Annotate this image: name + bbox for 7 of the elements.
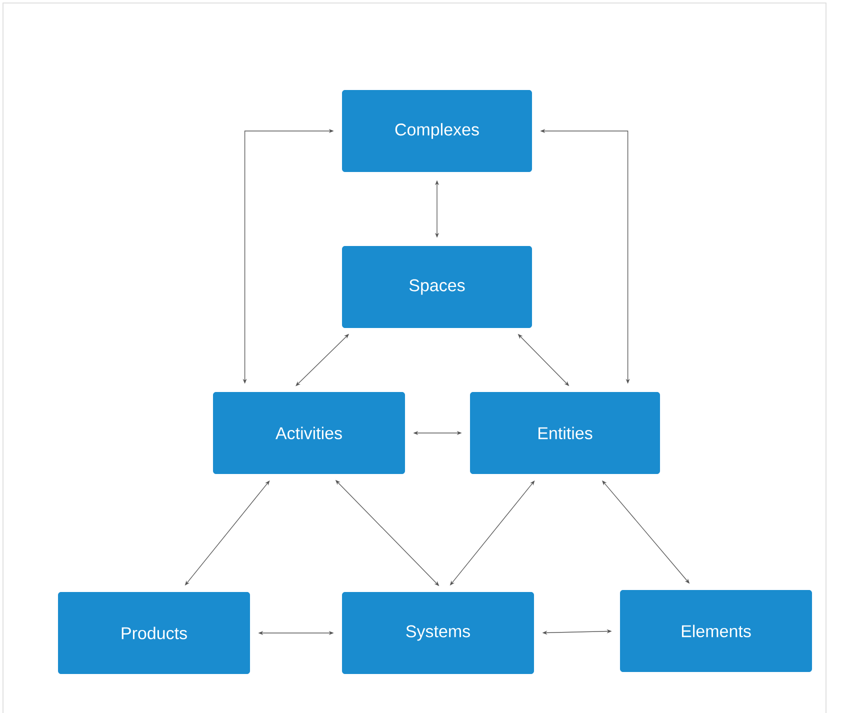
process-box: Activities: [213, 392, 405, 474]
process-box: Spaces: [342, 246, 532, 328]
process-box: Systems: [342, 592, 534, 674]
process-box: Complexes: [342, 90, 532, 172]
process-box: Products: [58, 592, 250, 674]
process-box: Entities: [470, 392, 660, 474]
process-box: Elements: [620, 590, 812, 672]
